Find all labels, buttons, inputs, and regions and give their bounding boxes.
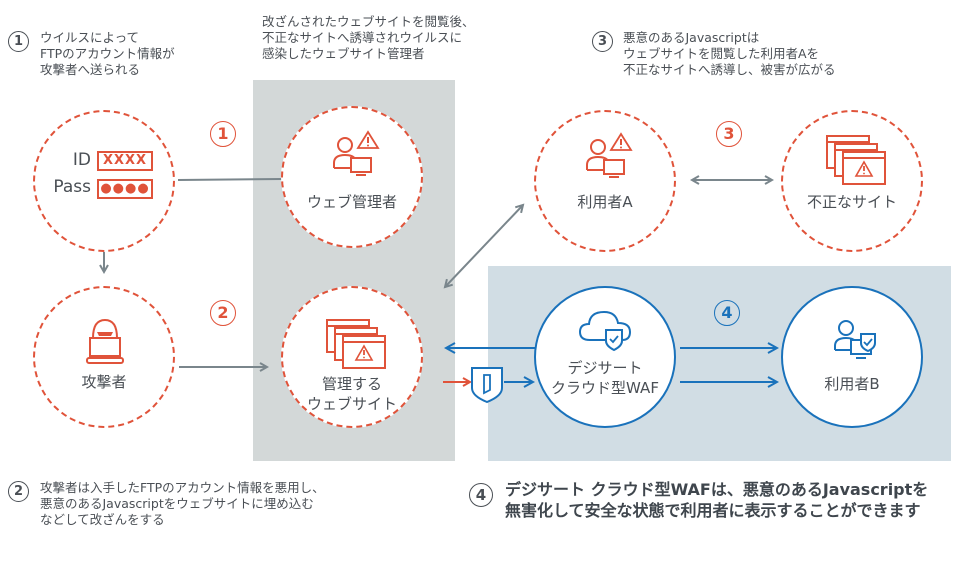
- waf-node: デジサート クラウド型WAF: [534, 286, 676, 428]
- managed-website-node: 管理する ウェブサイト: [281, 286, 423, 428]
- note-3-number: 3: [592, 31, 613, 52]
- web-admin-label: ウェブ管理者: [306, 193, 397, 211]
- note-2-text: 攻撃者は入手したFTPのアカウント情報を悪用し、 悪意のあるJavascript…: [40, 480, 325, 527]
- note-2-number: 2: [8, 481, 29, 502]
- connector-credentials-admin: [177, 178, 283, 181]
- attacker-label: 攻撃者: [81, 373, 127, 391]
- waf-label: デジサート クラウド型WAF: [551, 359, 659, 397]
- step-2-marker: 2: [210, 300, 236, 326]
- pass-value-box: ●●●●: [97, 179, 153, 199]
- filter-shield-icon: [471, 367, 503, 404]
- note-4-number: 4: [469, 483, 493, 507]
- note-3-text: 悪意のあるJavascriptは ウェブサイトを閲覧した利用者Aを 不正なサイト…: [623, 30, 836, 77]
- step-4-marker: 4: [714, 300, 740, 326]
- note-4-text: デジサート クラウド型WAFは、悪意のあるJavascriptを 無害化して安全…: [505, 480, 929, 520]
- user-b-label: 利用者B: [824, 375, 880, 393]
- note-1-text: ウイルスによって FTPのアカウント情報が 攻撃者へ送られる: [40, 30, 175, 77]
- user-a-node: 利用者A: [534, 110, 676, 252]
- pass-label: Pass: [53, 177, 91, 197]
- web-admin-node: ウェブ管理者: [281, 106, 423, 248]
- user-a-label: 利用者A: [577, 193, 633, 211]
- cloud-shield-icon: [578, 310, 632, 352]
- managed-website-label: 管理する ウェブサイト: [306, 375, 397, 413]
- step-3-marker: 3: [716, 121, 742, 147]
- id-label: ID: [72, 150, 91, 170]
- user-computer-warning-icon: [333, 130, 380, 176]
- user-computer-shield-icon: [834, 320, 876, 359]
- credentials-node: ID XXXX Pass ●●●●: [33, 110, 175, 252]
- attacker-node: 攻撃者: [33, 286, 175, 428]
- user-computer-warning-icon: [586, 132, 633, 178]
- malicious-site-label: 不正なサイト: [806, 193, 897, 211]
- browser-windows-warning-icon: [326, 319, 386, 369]
- step-1-marker: 1: [210, 121, 236, 147]
- user-b-node: 利用者B: [781, 286, 923, 428]
- hacker-icon: [86, 318, 124, 364]
- malicious-site-node: 不正なサイト: [781, 110, 923, 252]
- web-admin-caption: 改ざんされたウェブサイトを閲覧後、 不正なサイトへ誘導されウイルスに 感染したウ…: [262, 14, 475, 61]
- note-1-number: 1: [8, 31, 29, 52]
- browser-windows-warning-icon: [826, 135, 886, 185]
- id-value-box: XXXX: [97, 151, 153, 171]
- connector-website-user-a: [445, 205, 523, 287]
